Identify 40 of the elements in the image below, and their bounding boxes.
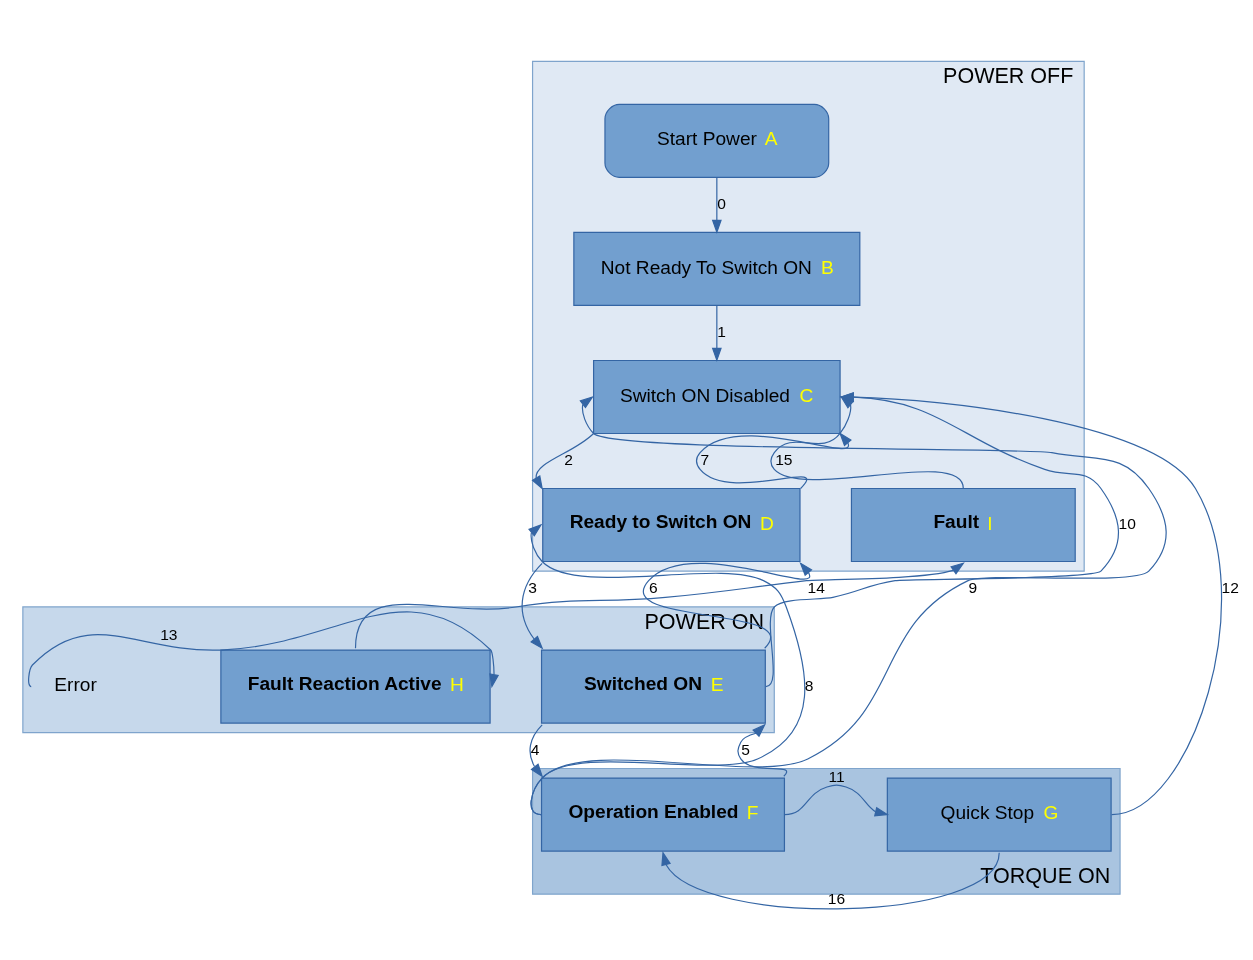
edge-label: 4 [530, 740, 540, 758]
arrow [529, 723, 544, 778]
arrow [28, 610, 500, 688]
edge-label: 13 [160, 625, 178, 643]
arrow [642, 561, 813, 649]
node-box: Switch ON Disabled C [593, 359, 841, 434]
edge-label: 14 [807, 578, 825, 596]
edge-label: 12 [1221, 578, 1239, 596]
arrow [737, 723, 788, 777]
node-box: Ready to Switch ON D [542, 487, 801, 562]
arrow [765, 391, 1120, 687]
edge-label: 10 [1118, 514, 1136, 532]
edge-label: 7 [700, 450, 710, 468]
arrow [354, 561, 965, 649]
arrow [695, 431, 852, 489]
edge-label: 6 [649, 578, 658, 596]
edge-label: 1 [717, 322, 726, 340]
node-box: Switched ON E [540, 648, 766, 724]
node-box: Operation Enabled F [540, 777, 786, 852]
arrow [711, 176, 722, 234]
node-box: Start Power A [604, 103, 830, 178]
node-box: Quick Stop G [886, 777, 1112, 852]
edge-label: 8 [804, 676, 814, 694]
edge-label: 9 [968, 578, 978, 596]
arrow [783, 784, 890, 817]
edge-label: 5 [741, 740, 750, 758]
edge-label: 11 [828, 767, 845, 785]
edge-label: 0 [717, 194, 726, 212]
edge-label: 2 [564, 450, 573, 468]
arrow [711, 304, 722, 362]
edge-label: 3 [528, 578, 537, 596]
arrow [661, 850, 1000, 909]
node-box: Fault I [850, 487, 1076, 562]
arrow [521, 562, 544, 650]
node-text: Error [54, 673, 97, 695]
edge-label: 15 [775, 450, 793, 468]
node-box: Not Ready To Switch ON B [573, 231, 861, 306]
arrow [531, 432, 595, 490]
arrow [528, 523, 806, 815]
node-box: Fault Reaction Active H [220, 648, 491, 724]
